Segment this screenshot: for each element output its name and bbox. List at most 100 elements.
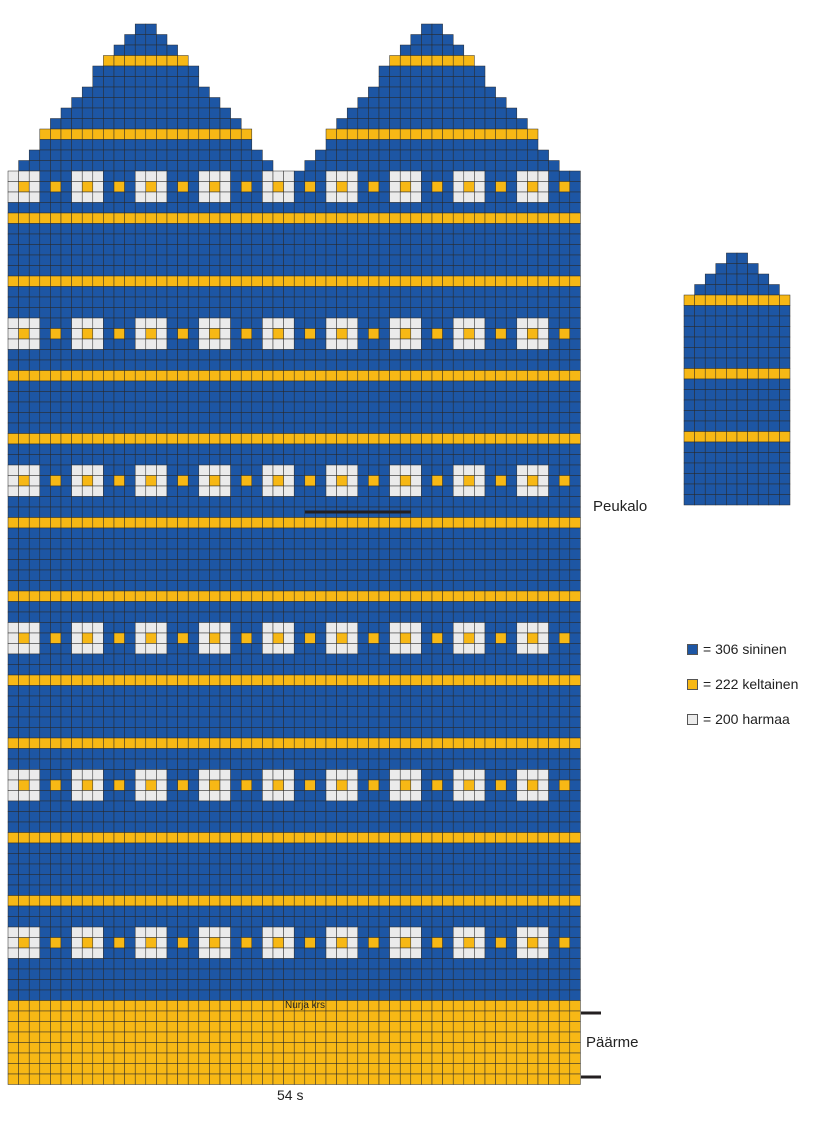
stitch-cell	[145, 811, 157, 823]
stitch-cell	[474, 181, 486, 193]
stitch-cell	[368, 737, 380, 749]
stitch-cell	[399, 370, 412, 382]
stitch-cell	[209, 1052, 221, 1064]
stitch-cell	[251, 590, 263, 602]
stitch-cell	[516, 821, 528, 833]
stitch-cell	[516, 968, 528, 980]
stitch-cell	[219, 653, 231, 665]
stitch-cell	[421, 842, 433, 854]
stitch-cell	[283, 926, 295, 938]
stitch-cell	[569, 244, 581, 256]
stitch-cell	[240, 506, 253, 518]
stitch-cell	[516, 212, 528, 224]
stitch-cell	[145, 716, 157, 728]
stitch-cell	[293, 632, 306, 644]
stitch-cell	[357, 979, 369, 991]
stitch-cell	[113, 338, 125, 350]
stitch-cell	[527, 328, 539, 340]
stitch-cell	[124, 380, 136, 392]
stitch-cell	[39, 233, 51, 245]
stitch-cell	[81, 958, 94, 970]
stitch-cell	[71, 349, 83, 361]
stitch-cell	[410, 391, 422, 403]
stitch-cell	[548, 160, 560, 172]
stitch-cell	[198, 611, 210, 623]
stitch-cell	[81, 265, 94, 277]
stitch-cell	[230, 212, 242, 224]
stitch-cell	[7, 380, 19, 392]
stitch-cell	[240, 937, 253, 949]
stitch-cell	[527, 517, 539, 529]
stitch-cell	[421, 97, 433, 109]
stitch-cell	[537, 947, 549, 959]
stitch-cell	[71, 832, 83, 844]
stitch-cell	[569, 905, 581, 917]
stitch-cell	[230, 412, 242, 424]
stitch-cell	[378, 97, 390, 109]
stitch-cell	[431, 107, 443, 119]
stitch-cell	[156, 622, 168, 634]
stitch-cell	[357, 590, 369, 602]
stitch-cell	[272, 1063, 284, 1075]
stitch-cell	[71, 1052, 83, 1064]
stitch-cell	[177, 601, 189, 613]
stitch-cell	[495, 947, 507, 959]
stitch-cell	[156, 370, 168, 382]
stitch-cell	[516, 223, 528, 235]
stitch-cell	[399, 548, 412, 560]
stitch-cell	[39, 611, 51, 623]
stitch-cell	[28, 590, 41, 602]
stitch-cell	[505, 401, 518, 413]
stitch-cell	[145, 296, 157, 308]
stitch-cell	[548, 1010, 560, 1022]
stitch-cell	[452, 958, 465, 970]
stitch-cell	[60, 160, 72, 172]
stitch-cell	[124, 454, 136, 466]
stitch-cell	[484, 790, 496, 802]
stitch-cell	[134, 611, 147, 623]
stitch-cell	[410, 968, 422, 980]
stitch-cell	[230, 821, 242, 833]
stitch-cell	[262, 1021, 274, 1033]
stitch-cell	[495, 590, 507, 602]
stitch-cell	[134, 349, 147, 361]
stitch-cell	[18, 695, 30, 707]
stitch-cell	[442, 296, 454, 308]
stitch-cell	[558, 874, 571, 886]
stitch-cell	[421, 244, 433, 256]
stitch-cell	[558, 895, 571, 907]
stitch-cell	[39, 832, 51, 844]
stitch-cell	[187, 506, 200, 518]
stitch-cell	[81, 86, 94, 98]
stitch-cell	[442, 527, 454, 539]
stitch-cell	[548, 653, 560, 665]
stitch-cell	[240, 307, 253, 319]
stitch-cell	[71, 286, 83, 298]
stitch-cell	[81, 790, 94, 802]
stitch-cell	[92, 559, 104, 571]
stitch-cell	[219, 874, 231, 886]
stitch-cell	[304, 926, 316, 938]
stitch-cell	[368, 863, 380, 875]
stitch-cell	[495, 748, 507, 760]
stitch-cell	[293, 485, 306, 497]
stitch-cell	[537, 1021, 549, 1033]
stitch-cell	[346, 874, 359, 886]
stitch-cell	[431, 454, 443, 466]
stitch-cell	[569, 527, 581, 539]
stitch-cell	[304, 800, 316, 812]
stitch-cell	[81, 202, 94, 214]
stitch-cell	[198, 590, 210, 602]
stitch-cell	[145, 55, 157, 67]
stitch-cell	[219, 118, 231, 130]
stitch-cell	[495, 412, 507, 424]
stitch-cell	[452, 181, 465, 193]
stitch-cell	[399, 559, 412, 571]
stitch-cell	[484, 212, 496, 224]
stitch-cell	[240, 716, 253, 728]
stitch-cell	[293, 454, 306, 466]
stitch-cell	[230, 454, 242, 466]
stitch-cell	[71, 496, 83, 508]
stitch-cell	[410, 758, 422, 770]
stitch-cell	[219, 643, 231, 655]
